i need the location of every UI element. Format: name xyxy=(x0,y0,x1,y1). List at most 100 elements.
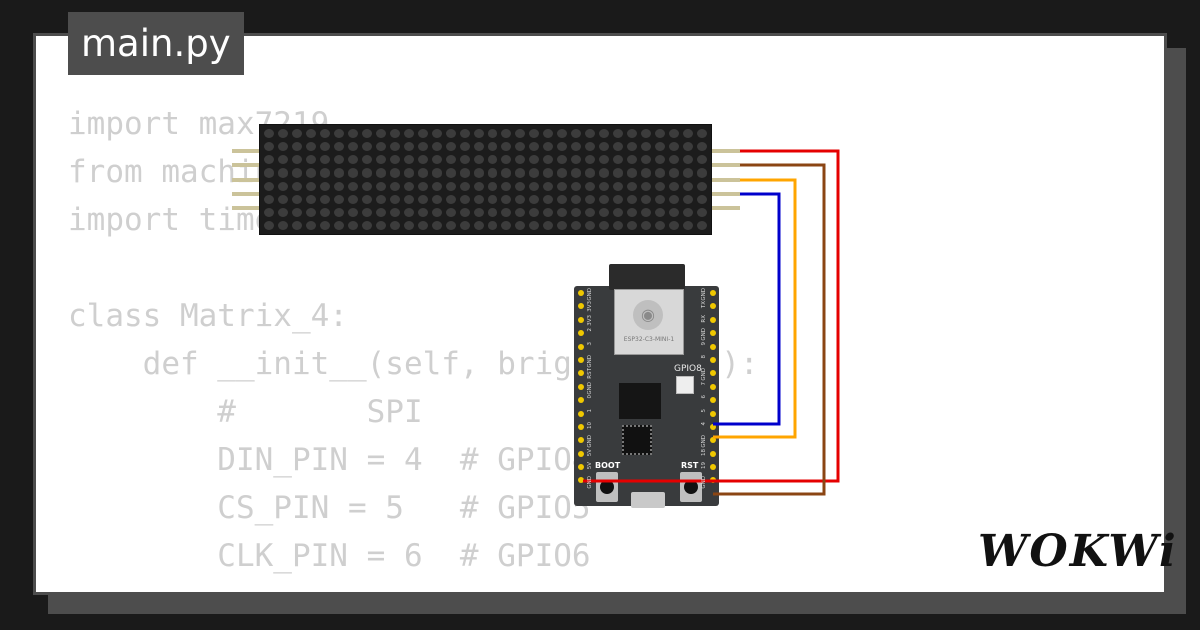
matrix-led xyxy=(599,194,610,204)
pin-label: 19 xyxy=(701,462,707,470)
pin-label: 0 xyxy=(587,395,593,399)
matrix-led xyxy=(515,142,526,152)
matrix-led xyxy=(417,220,428,230)
espressif-logo-icon: ◉ xyxy=(633,300,663,330)
header-pin[interactable] xyxy=(710,464,716,471)
header-pin[interactable] xyxy=(578,330,584,337)
matrix-led xyxy=(683,181,694,191)
matrix-led xyxy=(529,168,540,178)
matrix-led xyxy=(473,168,484,178)
matrix-led xyxy=(515,168,526,178)
matrix-led xyxy=(445,129,456,139)
header-pin[interactable] xyxy=(578,477,584,484)
matrix-led xyxy=(529,207,540,217)
matrix-led xyxy=(641,129,652,139)
header-pin[interactable] xyxy=(710,423,716,430)
module-label: ESP32-C3-MINI-1 xyxy=(623,336,675,343)
header-pin[interactable] xyxy=(578,464,584,471)
matrix-led xyxy=(641,142,652,152)
file-tab[interactable]: main.py xyxy=(68,12,244,75)
pin-label: 3V3 xyxy=(587,314,593,326)
header-pin[interactable] xyxy=(710,397,716,404)
matrix-led xyxy=(347,155,358,165)
matrix-led xyxy=(347,181,358,191)
matrix-led xyxy=(669,207,680,217)
header-pin[interactable] xyxy=(578,383,584,390)
matrix-led xyxy=(347,194,358,204)
header-pin[interactable] xyxy=(710,370,716,377)
matrix-led xyxy=(417,194,428,204)
matrix-led xyxy=(655,142,666,152)
matrix-led xyxy=(697,207,707,217)
matrix-led xyxy=(264,207,274,217)
header-pin[interactable] xyxy=(578,303,584,310)
matrix-led xyxy=(459,220,470,230)
matrix-led xyxy=(585,168,596,178)
header-pin[interactable] xyxy=(710,303,716,310)
matrix-led xyxy=(375,142,386,152)
matrix-led xyxy=(333,168,344,178)
matrix-led xyxy=(641,207,652,217)
matrix-led xyxy=(501,181,512,191)
matrix-led xyxy=(459,142,470,152)
matrix-led xyxy=(305,181,316,191)
matrix-led xyxy=(333,129,344,139)
matrix-led xyxy=(459,194,470,204)
header-pin[interactable] xyxy=(710,437,716,444)
header-pin[interactable] xyxy=(578,316,584,323)
header-pin[interactable] xyxy=(578,437,584,444)
header-pin[interactable] xyxy=(710,316,716,323)
header-pin[interactable] xyxy=(578,423,584,430)
matrix-led xyxy=(655,181,666,191)
matrix-led xyxy=(585,129,596,139)
matrix-led xyxy=(417,142,428,152)
boot-label: BOOT xyxy=(595,461,621,470)
header-pin[interactable] xyxy=(578,450,584,457)
matrix-led xyxy=(473,194,484,204)
header-pin[interactable] xyxy=(710,356,716,363)
rgb-led[interactable] xyxy=(676,376,694,394)
header-pin[interactable] xyxy=(710,290,716,296)
wire-vcc xyxy=(583,149,840,483)
matrix-led xyxy=(627,181,638,191)
matrix-led xyxy=(515,194,526,204)
matrix-led xyxy=(571,207,582,217)
matrix-led xyxy=(501,142,512,152)
matrix-led xyxy=(361,168,372,178)
matrix-led xyxy=(291,129,302,139)
matrix-led xyxy=(641,168,652,178)
header-pin[interactable] xyxy=(578,343,584,350)
header-pin[interactable] xyxy=(710,343,716,350)
matrix-led xyxy=(375,168,386,178)
header-pin[interactable] xyxy=(578,410,584,417)
matrix-led xyxy=(417,181,428,191)
matrix-led xyxy=(417,129,428,139)
matrix-led xyxy=(333,142,344,152)
header-pin[interactable] xyxy=(578,397,584,404)
header-pin[interactable] xyxy=(710,383,716,390)
matrix-led xyxy=(459,155,470,165)
matrix-led xyxy=(613,155,624,165)
matrix-led xyxy=(459,168,470,178)
matrix-led xyxy=(333,207,344,217)
header-pin[interactable] xyxy=(578,356,584,363)
matrix-led xyxy=(473,181,484,191)
wokwi-logo[interactable]: WOKWi xyxy=(978,526,1178,577)
matrix-led xyxy=(655,168,666,178)
matrix-led xyxy=(264,194,274,204)
matrix-led xyxy=(403,220,414,230)
header-pin[interactable] xyxy=(578,290,584,296)
matrix-led xyxy=(557,129,568,139)
matrix-led xyxy=(641,220,652,230)
matrix-led xyxy=(375,194,386,204)
matrix-led xyxy=(264,129,274,139)
led-matrix-max7219[interactable] xyxy=(259,124,712,235)
header-pin[interactable] xyxy=(710,330,716,337)
header-pin[interactable] xyxy=(710,410,716,417)
header-pin[interactable] xyxy=(710,450,716,457)
header-pin[interactable] xyxy=(578,370,584,377)
matrix-led xyxy=(557,168,568,178)
matrix-led xyxy=(277,155,288,165)
matrix-led xyxy=(697,220,707,230)
